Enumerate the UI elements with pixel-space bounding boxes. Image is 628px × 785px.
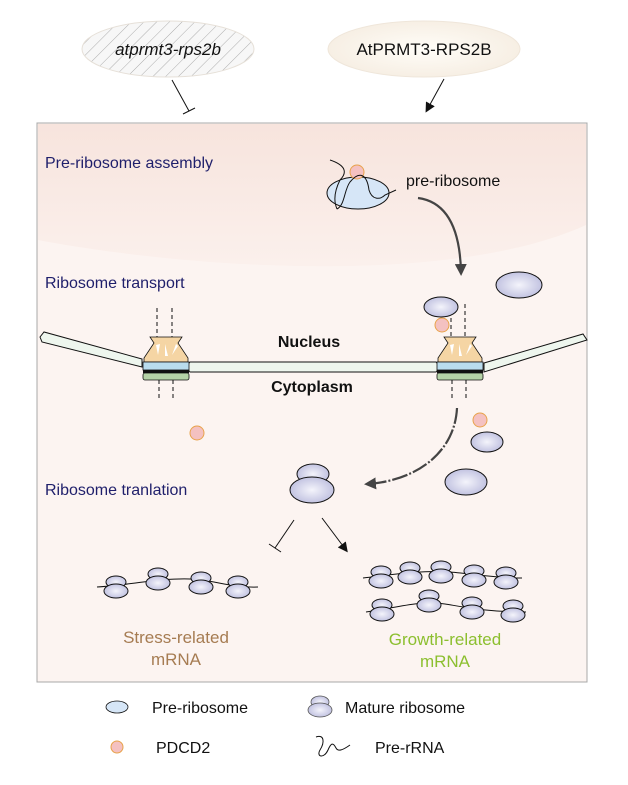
polysome-ribosome — [397, 561, 423, 585]
stage-transport-label: Ribosome transport — [45, 275, 185, 292]
growth-polysome — [362, 560, 527, 623]
growth-label-line1: Growth-related — [389, 630, 501, 649]
growth-activation-arrow — [321, 517, 348, 553]
ribosome-subunit — [423, 296, 459, 318]
pre-rrna-strand — [329, 159, 397, 210]
stress-polysome — [96, 567, 259, 599]
nuclear-envelope — [39, 331, 588, 373]
polysome-ribosome — [428, 560, 454, 584]
ribosome-subunit — [495, 271, 543, 299]
polysome-ribosome — [459, 596, 485, 620]
transport-to-translation-arrow — [364, 407, 459, 490]
pre-ribosome-particle — [326, 176, 390, 210]
legend-pdcd2-icon — [110, 740, 124, 754]
legend-pre-ribosome-label: Pre-ribosome — [152, 700, 248, 717]
stress-label-line1: Stress-related — [123, 628, 229, 647]
legend-pre-rrna-icon — [315, 735, 351, 757]
legend: Pre-ribosome Mature ribosome PDCD2 Pre-r… — [105, 695, 465, 757]
pdcd2-particle — [434, 317, 450, 333]
cytoplasm-label: Cytoplasm — [271, 379, 353, 396]
legend-mature-ribosome-label: Mature ribosome — [345, 700, 465, 717]
polysome-ribosome — [225, 575, 251, 599]
mrna-strand — [365, 602, 527, 613]
nucleus-label: Nucleus — [278, 334, 340, 351]
pre-ribosome-complex — [326, 159, 397, 210]
polysome-ribosome — [416, 589, 442, 613]
polysome-ribosome — [103, 575, 129, 599]
assembly-to-transport-arrow — [417, 196, 467, 276]
stress-inhibition-arrow — [268, 519, 295, 553]
polysome-ribosome — [368, 565, 394, 589]
preribosome-label: pre-ribosome — [406, 173, 500, 190]
pdcd2-particle — [189, 425, 205, 441]
polysome-ribosome — [500, 599, 526, 623]
pdcd2-particle — [349, 164, 365, 180]
polysome-ribosome — [493, 566, 519, 590]
stage-translation-label: Ribosome tranlation — [45, 482, 187, 499]
legend-pre-rrna-label: Pre-rRNA — [375, 740, 445, 757]
wildtype-activation-arrow — [425, 78, 445, 113]
nuclear-pore-left — [142, 308, 190, 400]
ribosome-subunit — [470, 431, 504, 453]
mutant-label: atprmt3-rps2b — [115, 40, 221, 59]
mutant-node: atprmt3-rps2b — [81, 20, 255, 78]
growth-label-line2: mRNA — [420, 652, 471, 671]
polysome-ribosome — [145, 567, 171, 591]
stage-assembly-label: Pre-ribosome assembly — [45, 155, 213, 172]
wildtype-node: AtPRMT3-RPS2B — [327, 20, 521, 78]
pdcd2-particle — [472, 412, 488, 428]
legend-pdcd2-label: PDCD2 — [156, 740, 210, 757]
legend-pre-ribosome-icon — [105, 700, 129, 714]
stress-label-line2: mRNA — [151, 650, 202, 669]
polysome-ribosome — [188, 571, 214, 595]
wildtype-label: AtPRMT3-RPS2B — [356, 40, 491, 59]
mutant-inhibition-arrow — [171, 79, 196, 115]
nuclear-pore-right — [436, 304, 484, 400]
legend-mature-ribosome-icon — [307, 695, 333, 718]
polysome-ribosome — [369, 598, 395, 622]
mature-ribosome — [289, 463, 335, 504]
ribosome-subunit — [444, 468, 488, 496]
nucleolus-region — [38, 124, 586, 267]
polysome-ribosome — [461, 564, 487, 588]
